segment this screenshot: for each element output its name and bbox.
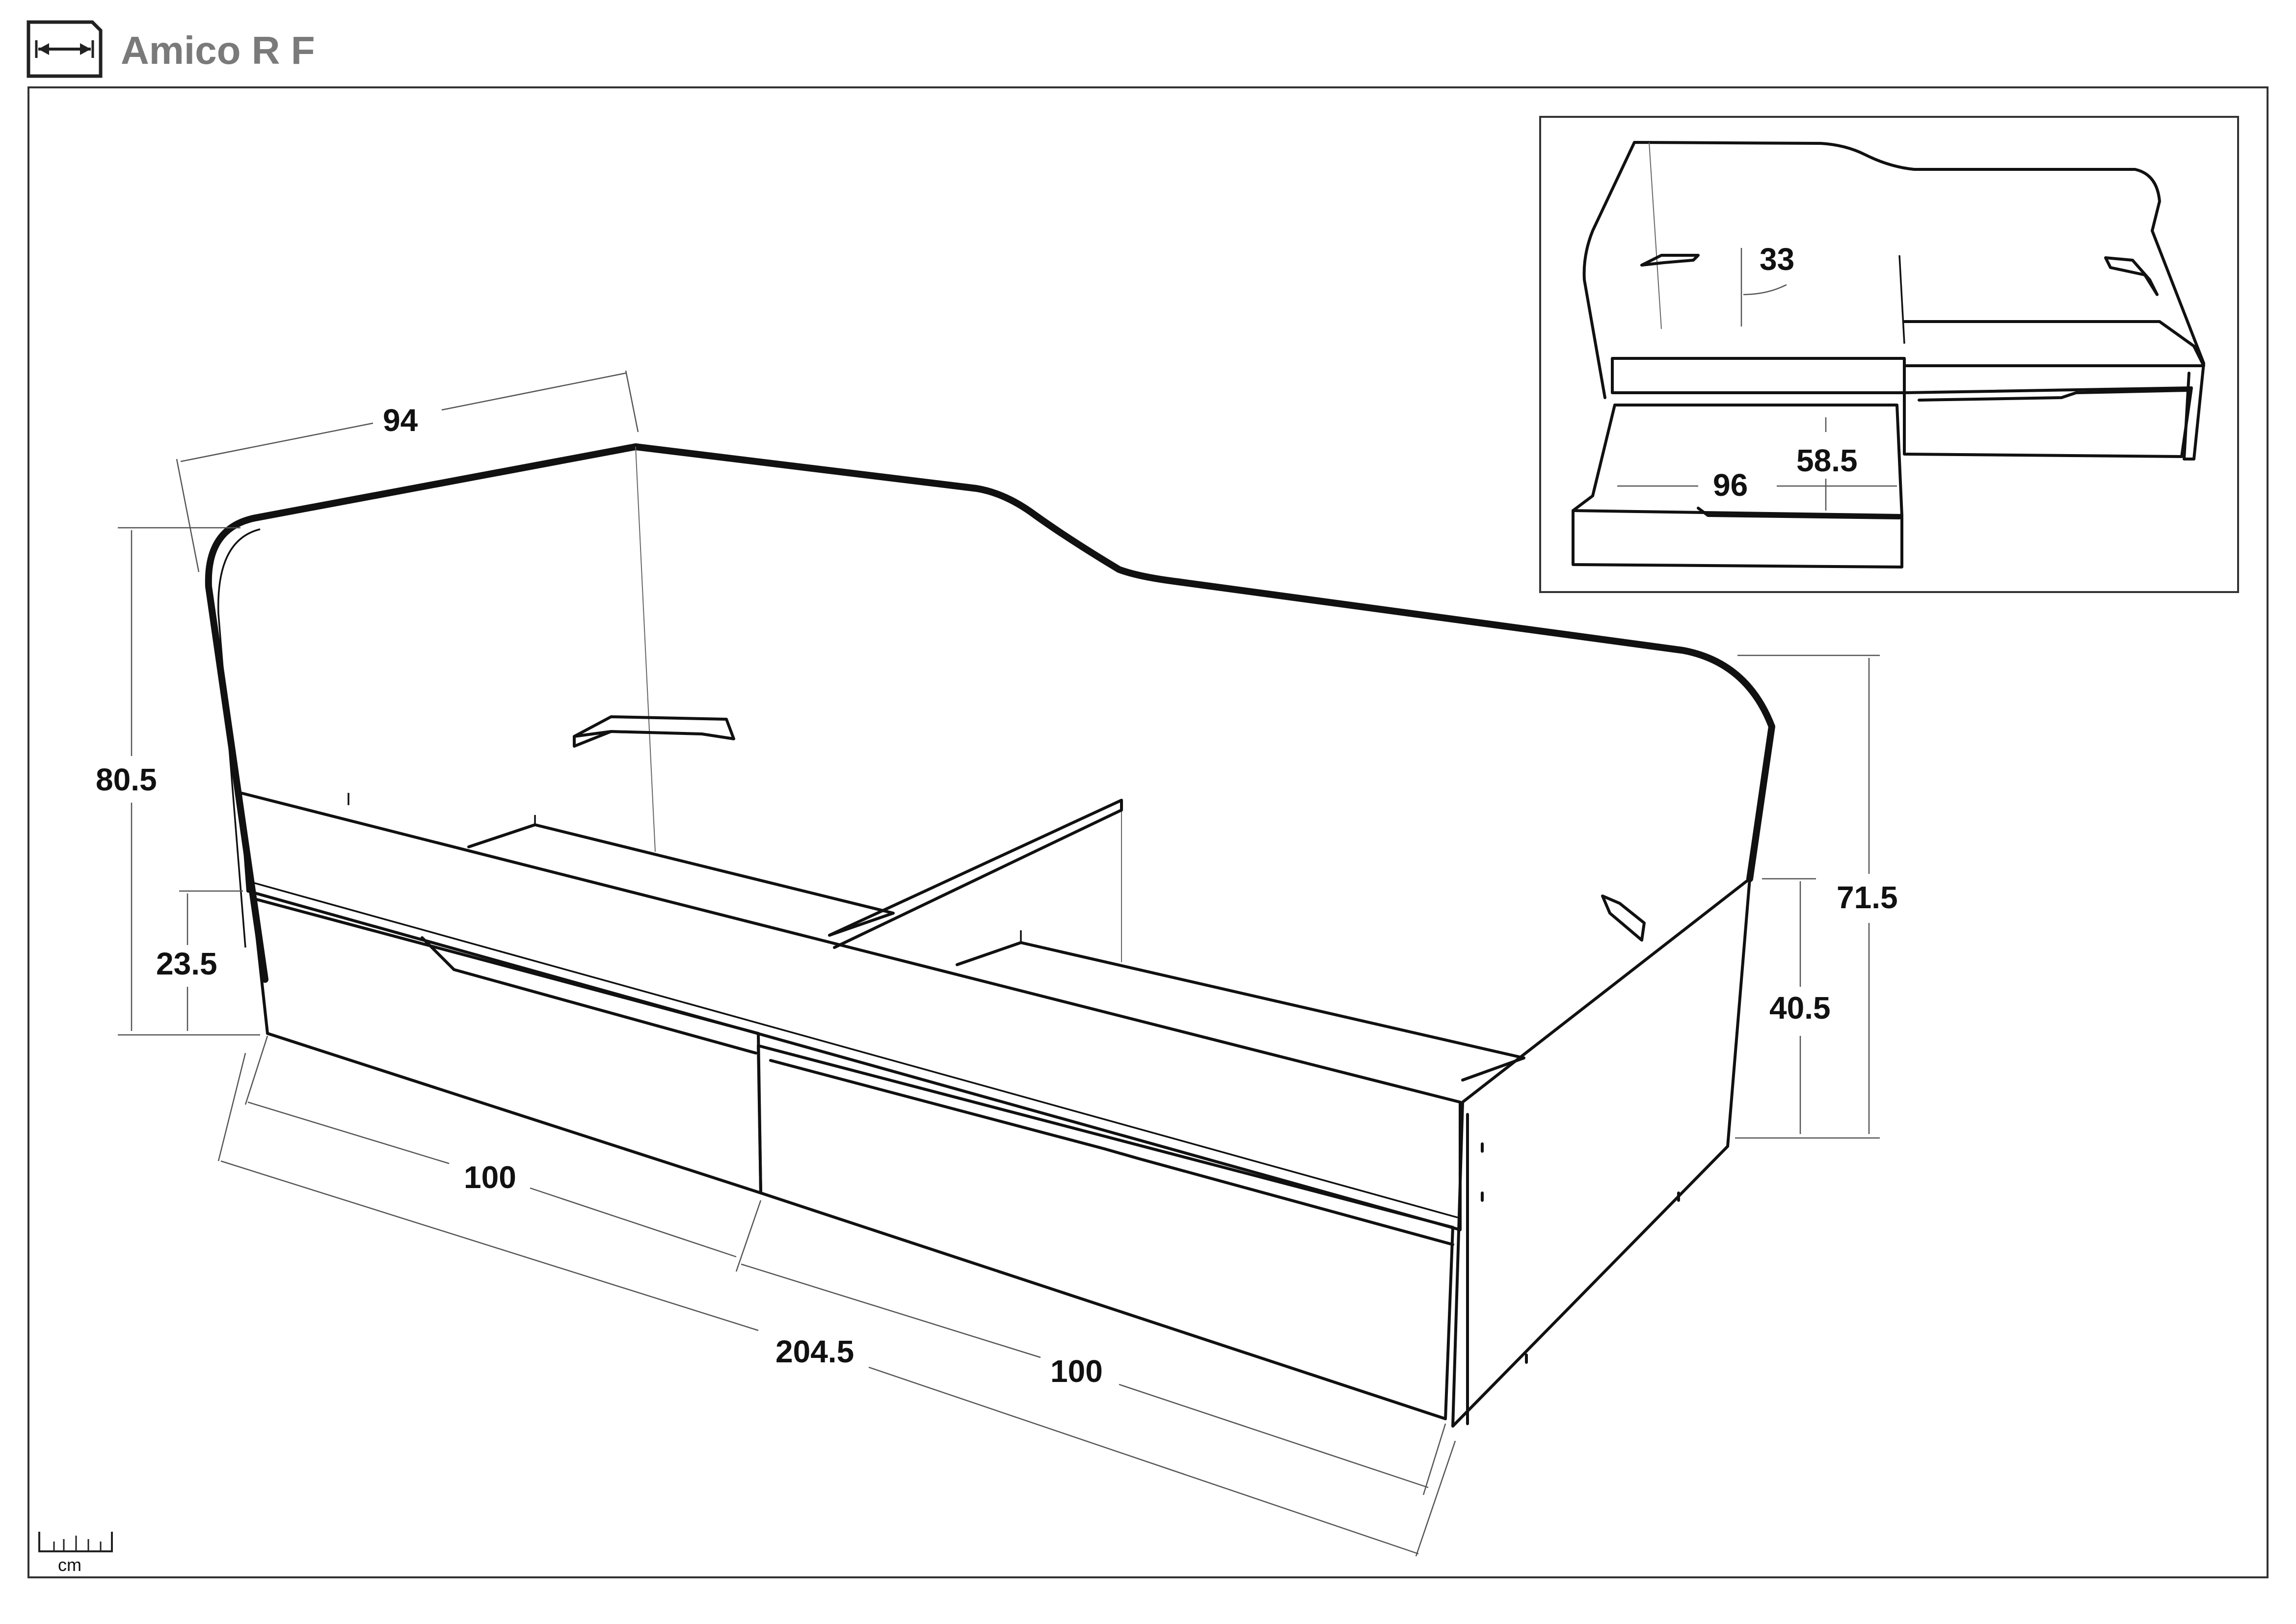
foot-panel [1451,877,1751,1428]
scale-unit-label: cm [58,1555,81,1575]
front-rail-lower-edge [247,880,1458,1218]
inner-slat-right [956,941,1525,1082]
inset-open-drawer [1572,404,1903,517]
inset-bracket-left [1640,254,1700,267]
inset-depth-label: 33 [1760,242,1794,277]
wall-bracket-right [1601,894,1646,942]
inset-right-drawer [1903,386,2193,458]
bed-main-view [205,443,1775,1428]
hidden-edge [1649,142,1662,329]
inset-back-panel [1582,141,2161,399]
dimension-front-height-label: 40.5 [1769,990,1831,1026]
inset-upper-rail [1611,357,1906,394]
inset-drawer-length-label: 96 [1713,467,1748,503]
inset-bracket-right [2104,256,2159,296]
dimension-drawer-height-label: 23.5 [156,946,217,981]
inset-right-rail [1903,320,2205,367]
hidden-edge [635,446,656,852]
wall-bracket-left [573,715,735,748]
drawer-left-handle [421,936,757,1055]
dimension-side-height-label: 71.5 [1837,880,1898,915]
bed-inset-view [1572,141,2205,568]
dimensions-icon [27,20,103,78]
back-panel-inner-edge [217,528,261,948]
inset-open-drawer-handle [1697,507,1901,519]
inner-slat-left [467,823,895,937]
inset-frame [1539,116,2239,593]
product-title: Amico R F [121,28,315,72]
dimension-width-label: 94 [383,403,418,438]
inner-slat-center [828,799,1123,949]
divider [1898,255,1905,344]
dimension-total-length-label: 204.5 [775,1334,854,1369]
inset-foot-panel [2151,229,2205,460]
ruler-icon [38,1532,113,1552]
front-rail [239,791,1462,1231]
inset-right-drawer-handle [1918,389,2190,402]
dimension-lines [118,370,1880,1557]
dimension-drawer-left-label: 100 [464,1160,516,1195]
drawer-right-handle [769,1059,1454,1246]
back-panel-outline [205,443,1775,983]
drawer-left [251,897,762,1194]
inset-drawer-height-label: 58.5 [1796,443,1858,478]
dimension-height-label: 80.5 [96,762,157,797]
drawing-frame [27,86,2269,1578]
inset-open-drawer-front [1572,509,1903,568]
dimension-drawer-right-label: 100 [1050,1353,1103,1389]
drawer-right [757,1044,1454,1420]
